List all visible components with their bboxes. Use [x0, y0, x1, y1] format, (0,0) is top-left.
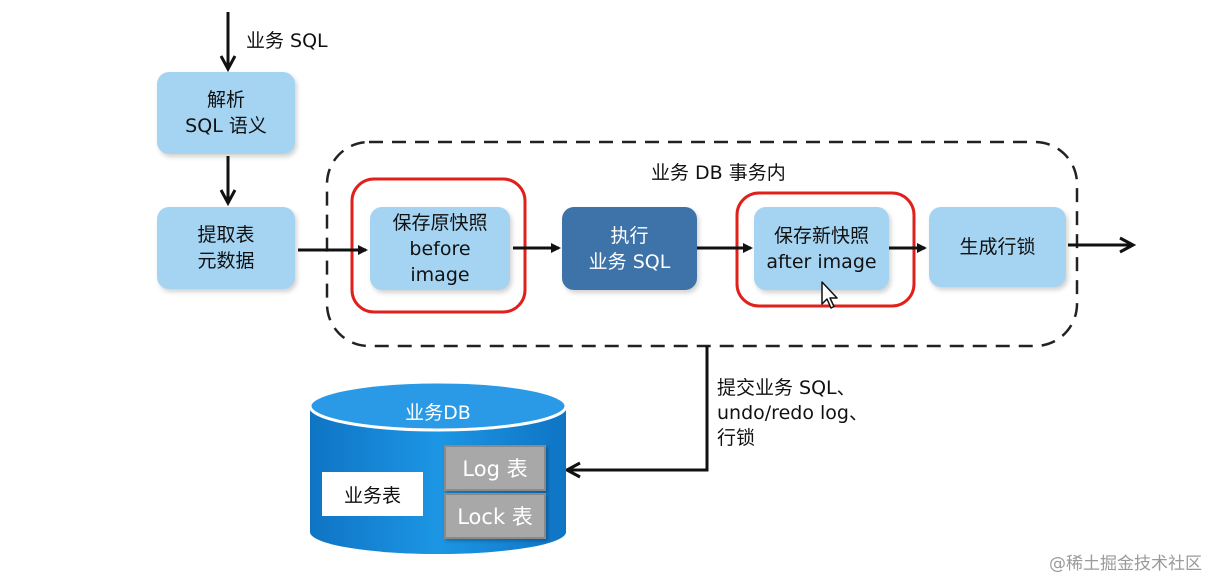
highlight-before-image — [350, 177, 527, 314]
save-after-image-step: 保存新快照 after image — [754, 207, 889, 290]
mouse-cursor-icon — [821, 281, 838, 309]
business-table: 业务表 — [322, 472, 423, 516]
extract-metadata-step: 提取表 元数据 — [157, 207, 295, 289]
parse-sql-step: 解析 SQL 语义 — [157, 72, 295, 154]
log-table: Log 表 — [444, 445, 546, 491]
arrow-commit-to-db — [568, 346, 709, 470]
transaction-label: 业务 DB 事务内 — [651, 162, 786, 184]
execute-sql-step: 执行 业务 SQL — [562, 207, 697, 290]
input-sql-label: 业务 SQL — [246, 30, 328, 52]
watermark: @稀土掘金技术社区 — [1049, 554, 1202, 574]
generate-row-lock-step: 生成行锁 — [929, 207, 1066, 287]
database-title: 业务DB — [405, 402, 471, 424]
save-before-image-step: 保存原快照 before image — [370, 207, 510, 290]
lock-table: Lock 表 — [444, 493, 546, 539]
commit-label: 提交业务 SQL、 undo/redo log、 行锁 — [717, 377, 868, 449]
